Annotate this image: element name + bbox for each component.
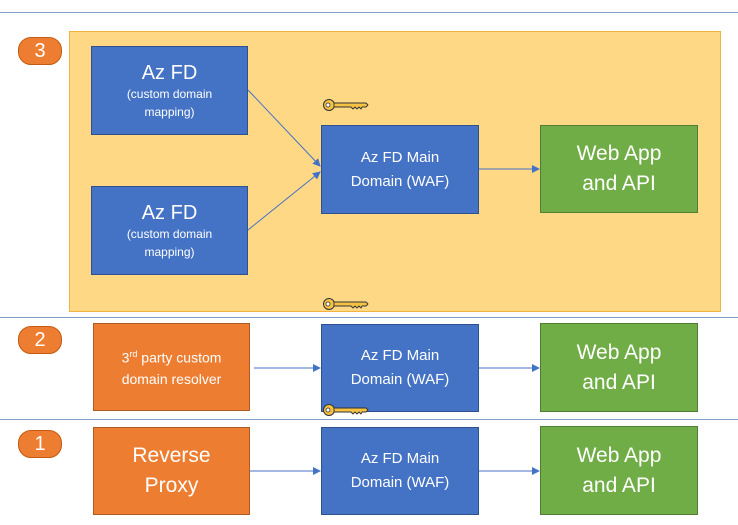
main-domain-line1: Az FD Main: [360, 450, 440, 467]
tier3-webapp-box: Web App and API: [540, 125, 698, 213]
main-domain-line2: Domain (WAF): [350, 172, 450, 190]
tier1-proxy-box: Reverse Proxy: [93, 427, 250, 515]
tier3-fd-top-box: Az FD (custom domain mapping): [91, 46, 248, 135]
arrow-icon: [247, 171, 321, 231]
fd-subtitle-line2: mapping): [144, 104, 195, 119]
fd-title: Az FD: [141, 61, 198, 84]
proxy-line1: Reverse: [132, 444, 211, 467]
main-domain-line1: Az FD Main: [360, 148, 440, 166]
fd-subtitle-line1: (custom domain: [126, 86, 213, 101]
tier3-fd-bottom-box: Az FD (custom domain mapping): [91, 186, 248, 275]
resolver-number: 3: [121, 349, 130, 366]
tier2-webapp-box: Web App and API: [540, 323, 698, 412]
fd-subtitle-line1: (custom domain: [126, 226, 213, 241]
webapp-line2: and API: [582, 172, 656, 195]
webapp-line1: Web App: [576, 443, 662, 467]
webapp-line1: Web App: [576, 142, 662, 165]
tier2-resolver-box: 3rd party custom domain resolver: [93, 323, 250, 411]
tier2-main-domain-box: Az FD Main Domain (WAF): [321, 324, 479, 412]
fd-subtitle-line2: mapping): [144, 244, 195, 259]
resolver-line1: 3rd party custom: [122, 344, 222, 369]
webapp-line2: and API: [582, 473, 656, 497]
key-icon: [323, 99, 369, 111]
tier1-webapp-box: Web App and API: [540, 426, 698, 515]
tier1-badge: 1: [18, 430, 62, 458]
resolver-line2: domain resolver: [121, 370, 222, 387]
webapp-line1: Web App: [576, 340, 662, 364]
tier3-main-domain-box: Az FD Main Domain (WAF): [321, 125, 479, 214]
webapp-line2: and API: [582, 370, 656, 394]
resolver-superscript: rd: [129, 349, 138, 360]
resolver-rest: party custom: [137, 349, 222, 366]
fd-title: Az FD: [141, 201, 198, 224]
tier2-badge: 2: [18, 326, 62, 354]
main-domain-line1: Az FD Main: [360, 347, 440, 364]
key-icon: [323, 298, 369, 310]
top-divider: [0, 12, 738, 13]
tier1-main-domain-box: Az FD Main Domain (WAF): [321, 427, 479, 515]
main-domain-line2: Domain (WAF): [350, 371, 450, 388]
proxy-line2: Proxy: [144, 474, 199, 497]
tier-divider-3-2: [0, 317, 738, 318]
main-domain-line2: Domain (WAF): [350, 474, 450, 491]
key-icon: [323, 404, 369, 416]
tier3-badge: 3: [18, 37, 62, 65]
arrow-icon: [247, 89, 321, 167]
tier-divider-2-1: [0, 419, 738, 420]
